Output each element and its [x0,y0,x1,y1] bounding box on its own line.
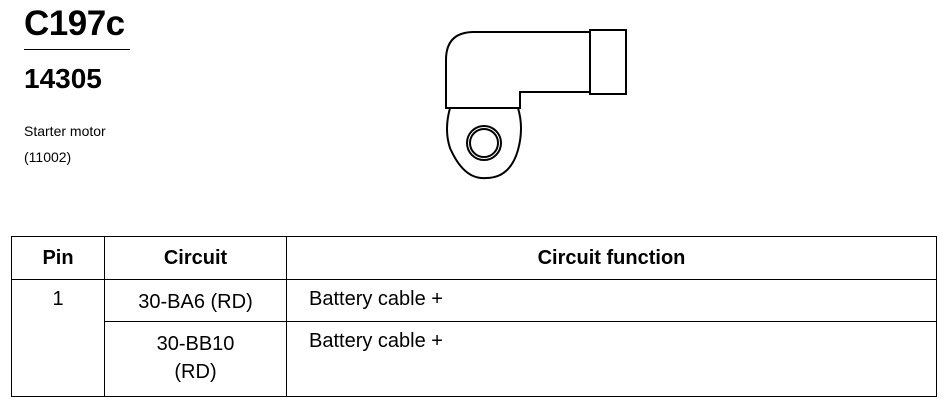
circuit-label: 30-BA6 (RD) [138,291,253,313]
header-circuit: Circuit [104,236,287,280]
table-row: 30-BB10 (RD) Battery cable + [12,321,937,397]
pin-cell: 1 [11,279,105,397]
terminal-crimp-barrel [589,29,627,95]
table-row: 1 30-BA6 (RD) Battery cable + [11,279,937,397]
header-pin: Pin [11,236,105,280]
circuit-function-cell: Battery cable + [286,321,937,397]
terminal-ring-outline [446,107,522,180]
terminal-body-outline [445,31,591,109]
terminal-stud-hole [466,125,502,161]
component-description: Starter motor [24,123,106,139]
circuit-label: 30-BB10 (RD) [156,333,235,383]
connector-id: C197c [24,4,125,43]
header-circuit-function: Circuit function [286,236,937,280]
circuit-function-cell: Battery cable + [286,279,937,322]
connector-id-underline [24,49,130,50]
circuit-cell: 30-BA6 (RD) [104,279,287,322]
circuit-cell: 30-BB10 (RD) [104,321,287,397]
part-number: 14305 [24,63,102,94]
pinout-table: Pin Circuit Circuit function 1 30-BA6 (R… [11,236,937,397]
component-code: (11002) [24,149,72,165]
table-header-row: Pin Circuit Circuit function [11,236,937,280]
ring-terminal-drawing [445,29,627,180]
